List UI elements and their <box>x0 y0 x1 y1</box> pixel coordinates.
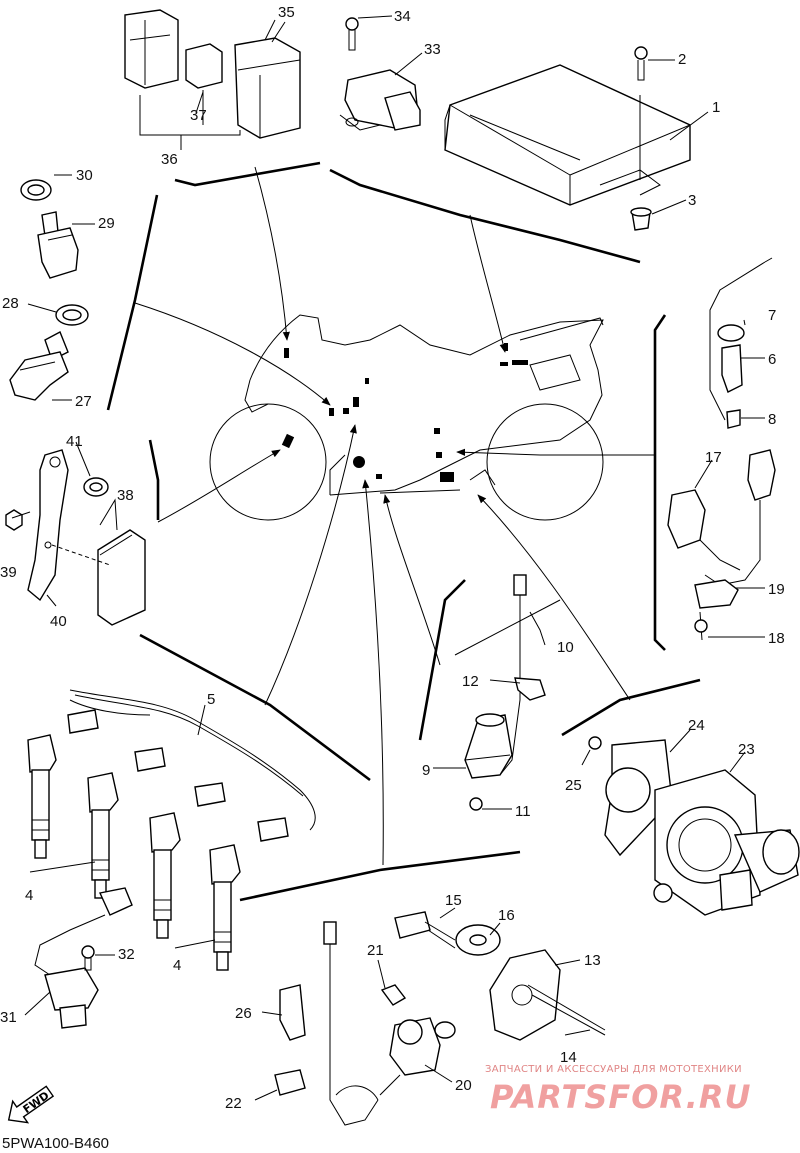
callout-26: 26 <box>235 1005 252 1022</box>
callout-4a: 4 <box>25 887 33 904</box>
callout-24: 24 <box>688 717 705 734</box>
callout-39: 39 <box>0 564 17 581</box>
callout-37: 37 <box>190 107 207 124</box>
screw-2 <box>634 46 648 81</box>
watermark-big-text: PARTSFOR.RU <box>490 1078 751 1116</box>
callout-28: 28 <box>2 295 19 312</box>
callout-19: 19 <box>768 581 785 598</box>
ecu-unit <box>444 64 691 206</box>
sensor-9-10-11-12 <box>454 574 561 811</box>
leader-lines <box>106 161 701 902</box>
callout-38: 38 <box>117 487 134 504</box>
callout-3: 3 <box>688 192 696 209</box>
ignition-coils-4 <box>27 734 241 971</box>
callout-20: 20 <box>455 1077 472 1094</box>
callout-4b: 4 <box>173 957 181 974</box>
callout-30: 30 <box>76 167 93 184</box>
crank-sensor-area <box>274 911 606 1126</box>
callout-10: 10 <box>557 639 574 656</box>
callout-27: 27 <box>75 393 92 410</box>
sensor-6-7-8 <box>709 257 773 429</box>
relay-assembly-36 <box>124 9 301 150</box>
callout-29: 29 <box>98 215 115 232</box>
callout-11: 11 <box>515 803 531 820</box>
sensor-17-19 <box>667 449 776 641</box>
callout-5: 5 <box>207 691 215 708</box>
callout-25: 25 <box>565 777 582 794</box>
callout-23: 23 <box>738 741 755 758</box>
washer-28 <box>55 304 89 326</box>
callout-1: 1 <box>712 99 720 116</box>
temp-sensor-27 <box>9 331 69 401</box>
callout-12: 12 <box>462 673 479 690</box>
callout-18: 18 <box>768 630 785 647</box>
callout-31: 31 <box>0 1009 17 1026</box>
washer-30 <box>20 179 52 201</box>
watermark-small-text: ЗАПЧАСТИ И АКСЕССУАРЫ ДЛЯ МОТОТЕХНИКИ <box>485 1064 742 1075</box>
callout-41: 41 <box>66 433 83 450</box>
callout-15: 15 <box>445 892 462 909</box>
callout-34: 34 <box>394 8 411 25</box>
component-markers <box>281 343 528 482</box>
callout-36: 36 <box>161 151 178 168</box>
washer-41 <box>83 477 109 497</box>
callout-labels: 1 2 3 4 4 5 6 7 8 9 10 11 12 13 14 15 16… <box>0 4 785 1112</box>
callout-2: 2 <box>678 51 686 68</box>
nut-39 <box>5 509 23 531</box>
callout-13: 13 <box>584 952 601 969</box>
callout-21: 21 <box>367 942 384 959</box>
callout-6: 6 <box>768 351 776 368</box>
module-38 <box>51 529 146 626</box>
pressure-sensor-33 <box>339 17 421 131</box>
temp-sensor-29 <box>37 211 79 279</box>
wire-harness-5 <box>67 689 316 842</box>
grommet-3 <box>630 207 652 231</box>
forward-arrow-icon: FWD <box>7 1085 55 1124</box>
callout-17: 17 <box>705 449 722 466</box>
callout-32: 32 <box>118 946 135 963</box>
callout-8: 8 <box>768 411 776 428</box>
callout-35: 35 <box>278 4 295 21</box>
callout-9: 9 <box>422 762 430 779</box>
callout-7: 7 <box>768 307 776 324</box>
callout-40: 40 <box>50 613 67 630</box>
bracket-40 <box>27 449 69 602</box>
callout-14: 14 <box>560 1049 577 1066</box>
callout-33: 33 <box>424 41 441 58</box>
motorcycle-outline <box>209 314 604 521</box>
callout-leaders <box>11 15 765 1101</box>
callout-22: 22 <box>225 1095 242 1112</box>
diagram-code: 5PWA100-B460 <box>2 1135 109 1152</box>
throttle-body-23 <box>588 736 800 916</box>
sensor-31-32 <box>34 887 133 1029</box>
callout-16: 16 <box>498 907 515 924</box>
